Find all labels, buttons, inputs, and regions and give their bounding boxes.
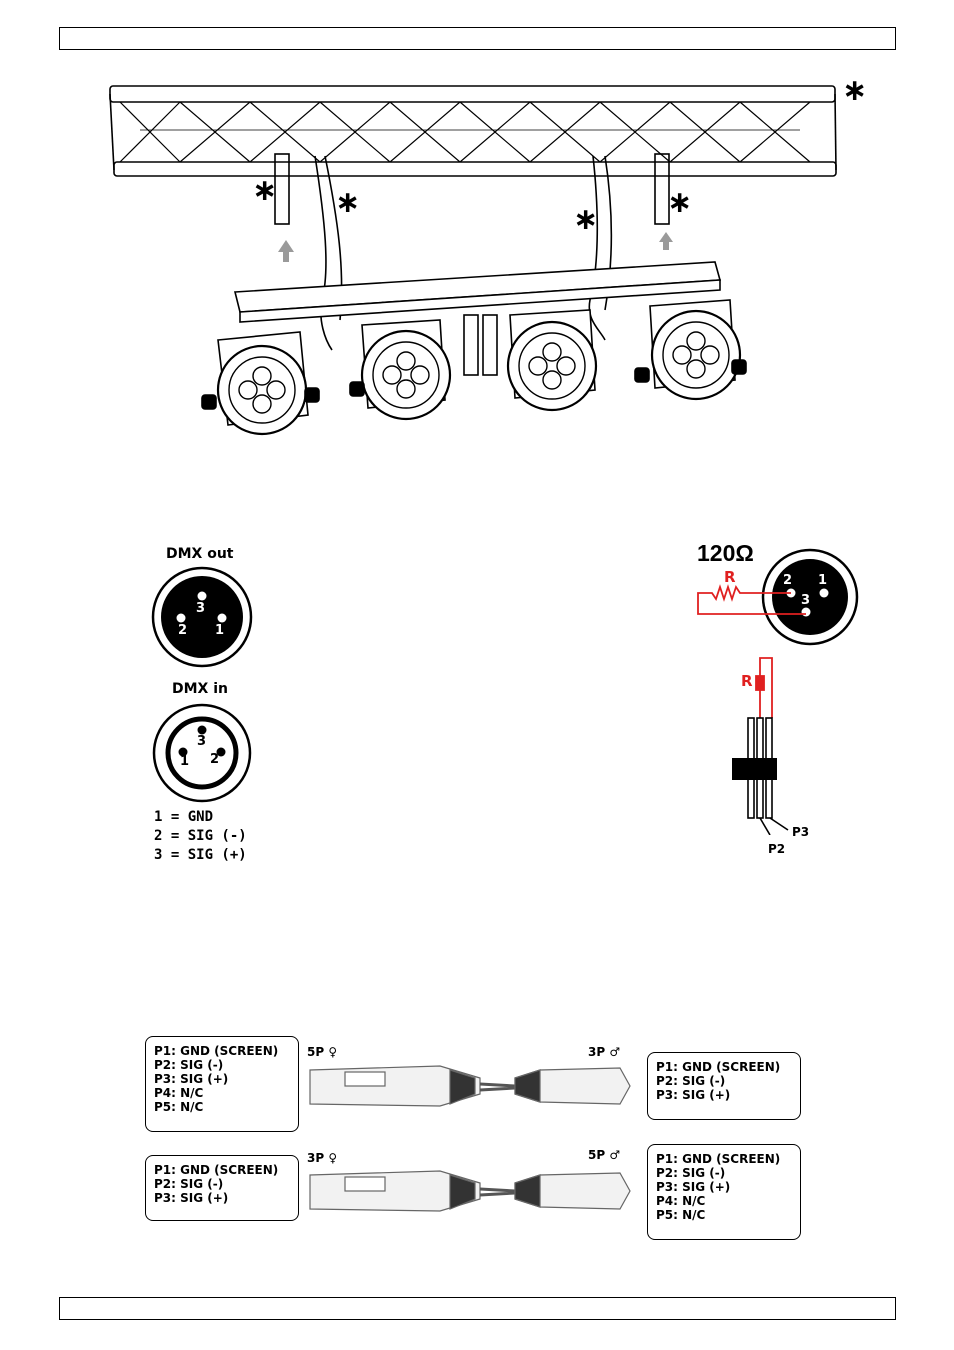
pin-line: P1: GND (SCREEN)	[656, 1060, 781, 1074]
dmx-in-pin-2: 2	[210, 752, 220, 767]
asterisk-left-cable: ∗	[335, 185, 361, 220]
page-header-frame	[59, 27, 896, 50]
terminator-p3-label: P3	[792, 825, 810, 839]
page-footer-frame	[59, 1297, 896, 1320]
adapter-top-right-pinout: P1: GND (SCREEN) P2: SIG (-) P3: SIG (+)	[647, 1052, 801, 1120]
dmx-in-pin-3: 3	[197, 734, 207, 749]
pin-line: P4: N/C	[656, 1194, 706, 1208]
dmx-out-pin-1: 1	[215, 623, 225, 638]
dmx-out-connector	[151, 566, 253, 668]
asterisk-right-clamp: ∗	[667, 185, 693, 220]
dmx-pin-legend: 1 = GND 2 = SIG (-) 3 = SIG (+)	[154, 808, 247, 865]
adapter-bottom-left-pinout: P1: GND (SCREEN) P2: SIG (-) P3: SIG (+)	[145, 1155, 299, 1221]
pin-line: P3: SIG (+)	[154, 1191, 229, 1205]
adapter-bottom-cable	[309, 1170, 631, 1212]
adapter-bottom-left-connector-label: 3P ♀	[307, 1151, 338, 1165]
pin-line: P5: N/C	[154, 1100, 204, 1114]
pin-line: P2: SIG (-)	[656, 1074, 726, 1088]
adapter-bottom-right-connector-label: 5P ♂	[588, 1148, 621, 1162]
asterisk-left-clamp: ∗	[252, 173, 278, 208]
terminator-pin-3: 3	[801, 593, 811, 608]
terminator-pin-2: 2	[783, 573, 793, 588]
pin-line: P2: SIG (-)	[154, 1058, 224, 1072]
pin-line: P3: SIG (+)	[154, 1072, 229, 1086]
terminator-ohm-label: 120Ω	[697, 540, 754, 566]
asterisk-truss-end: ∗	[842, 73, 868, 108]
pin-line: P3: SIG (+)	[656, 1088, 731, 1102]
terminator-pin-1: 1	[818, 573, 828, 588]
dmx-out-pin-2: 2	[178, 623, 188, 638]
adapter-bottom-right-pinout: P1: GND (SCREEN) P2: SIG (-) P3: SIG (+)…	[647, 1144, 801, 1240]
dmx-in-connector	[152, 703, 252, 803]
legend-sig-minus: 2 = SIG (-)	[154, 828, 247, 844]
light-bar-illustration	[109, 85, 837, 436]
terminator-resistor-label-2: R	[741, 672, 753, 690]
adapter-top-left-pinout: P1: GND (SCREEN) P2: SIG (-) P3: SIG (+)…	[145, 1036, 299, 1132]
pin-line: P2: SIG (-)	[154, 1177, 224, 1191]
terminator-plug-side-view	[732, 657, 789, 835]
adapter-top-left-connector-label: 5P ♀	[307, 1045, 338, 1059]
legend-sig-plus: 3 = SIG (+)	[154, 847, 247, 863]
pin-line: P1: GND (SCREEN)	[656, 1152, 781, 1166]
pin-line: P1: GND (SCREEN)	[154, 1163, 279, 1177]
dmx-out-pin-3: 3	[196, 601, 206, 616]
asterisk-right-cable: ∗	[573, 202, 599, 237]
legend-gnd: 1 = GND	[154, 809, 214, 825]
pin-line: P1: GND (SCREEN)	[154, 1044, 279, 1058]
dmx-in-pin-1: 1	[180, 754, 190, 769]
dmx-in-label: DMX in	[172, 681, 228, 697]
terminator-p2-label: P2	[768, 842, 786, 856]
terminator-connector	[697, 548, 859, 646]
pin-line: P3: SIG (+)	[656, 1180, 731, 1194]
terminator-resistor-label: R	[724, 568, 736, 586]
pin-line: P4: N/C	[154, 1086, 204, 1100]
pin-line: P5: N/C	[656, 1208, 706, 1222]
pin-line: P2: SIG (-)	[656, 1166, 726, 1180]
adapter-top-cable	[309, 1065, 631, 1107]
adapter-top-right-connector-label: 3P ♂	[588, 1045, 621, 1059]
dmx-out-label: DMX out	[166, 546, 234, 562]
